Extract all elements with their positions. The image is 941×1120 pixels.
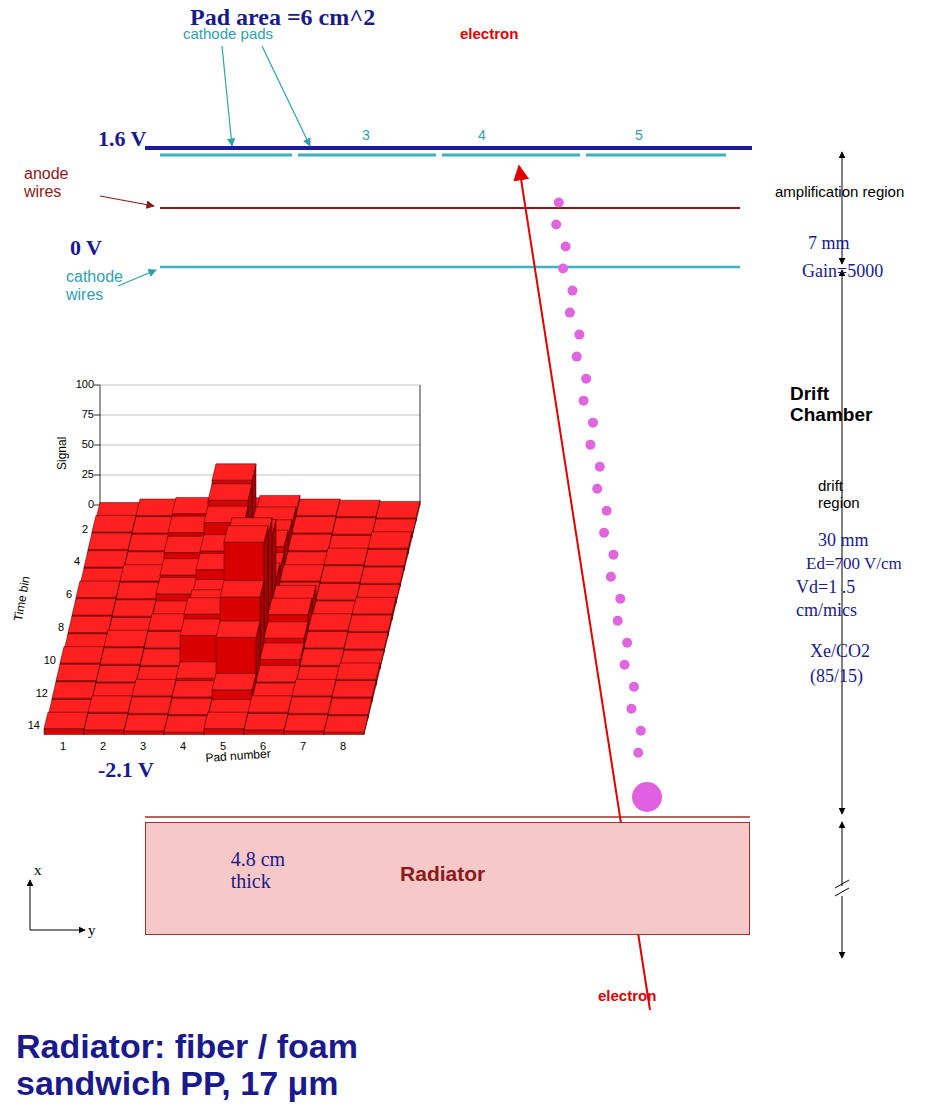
tr-photon-cluster [632, 782, 662, 812]
tick-label: 5 [220, 740, 226, 752]
cathode-pads [160, 154, 726, 157]
part-label: anode wires [24, 165, 94, 200]
tick-label: 25 [64, 468, 94, 480]
tick-label: 8 [340, 740, 346, 752]
leader-line [100, 196, 154, 206]
axis-label: x [34, 862, 42, 879]
tick-label: 0 [64, 498, 94, 510]
leader-line [262, 46, 310, 146]
pad-number: 3 [362, 128, 370, 143]
dimension-label: 7 mm [808, 234, 850, 254]
leader-line [222, 46, 232, 146]
pad-number: 5 [635, 128, 643, 143]
anode-wires [160, 207, 740, 209]
particle-label: electron [598, 988, 656, 1005]
leader-line [118, 270, 156, 286]
tick-label: 8 [34, 621, 64, 633]
tick-label: 7 [300, 740, 306, 752]
tick-label: 6 [42, 588, 72, 600]
part-label: cathode wires [66, 268, 136, 303]
pad-number: 4 [478, 128, 486, 143]
axis-label: y [88, 922, 96, 939]
axis-title: Time bin [12, 575, 33, 622]
parameter-label: cm/mics [796, 601, 857, 621]
tick-label: 14 [10, 719, 40, 731]
tick-label: 50 [64, 438, 94, 450]
ionisation-clusters [551, 198, 646, 758]
pad-plane [145, 146, 752, 150]
voltage-label: 1.6 V [98, 127, 147, 151]
tick-label: 2 [100, 740, 106, 752]
axis-title: Signal [56, 437, 69, 470]
lego-plot [44, 385, 420, 735]
tick-label: 6 [260, 740, 266, 752]
region-label: Drift Chamber [790, 384, 890, 426]
tick-label: 10 [26, 654, 56, 666]
parameter-label: Ed=700 V/cm [806, 555, 902, 574]
cathode-wires [160, 266, 740, 269]
voltage-label: 0 V [70, 236, 102, 260]
gas-label: (85/15) [810, 667, 863, 687]
tick-label: 100 [64, 378, 94, 390]
coordinate-axes [30, 880, 85, 930]
tick-label: 4 [180, 740, 186, 752]
tick-label: 75 [64, 408, 94, 420]
region-label: drift region [818, 478, 878, 511]
tick-label: 4 [50, 555, 80, 567]
tick-label: 1 [60, 740, 66, 752]
particle-label: electron [460, 26, 518, 43]
tick-label: 12 [18, 687, 48, 699]
dimension-label: 30 mm [818, 531, 869, 551]
gas-label: Xe/CO2 [810, 642, 870, 662]
caption: Radiator: fiber / foam sandwich PP, 17 μ… [16, 1028, 436, 1103]
dimension-label: 4.8 cm thick [231, 848, 321, 892]
region-label: amplification region [775, 184, 905, 201]
part-label: cathode pads [183, 26, 273, 43]
part-name: Radiator [400, 862, 485, 885]
drift-cathode [145, 816, 750, 818]
radiator-block: Radiator 4.8 cm thick [145, 822, 750, 935]
voltage-label: -2.1 V [98, 758, 154, 782]
tick-label: 3 [140, 740, 146, 752]
parameter-label: Gain=5000 [802, 262, 883, 282]
tick-label: 2 [58, 523, 88, 535]
parameter-label: Vd=1 .5 [796, 578, 855, 598]
